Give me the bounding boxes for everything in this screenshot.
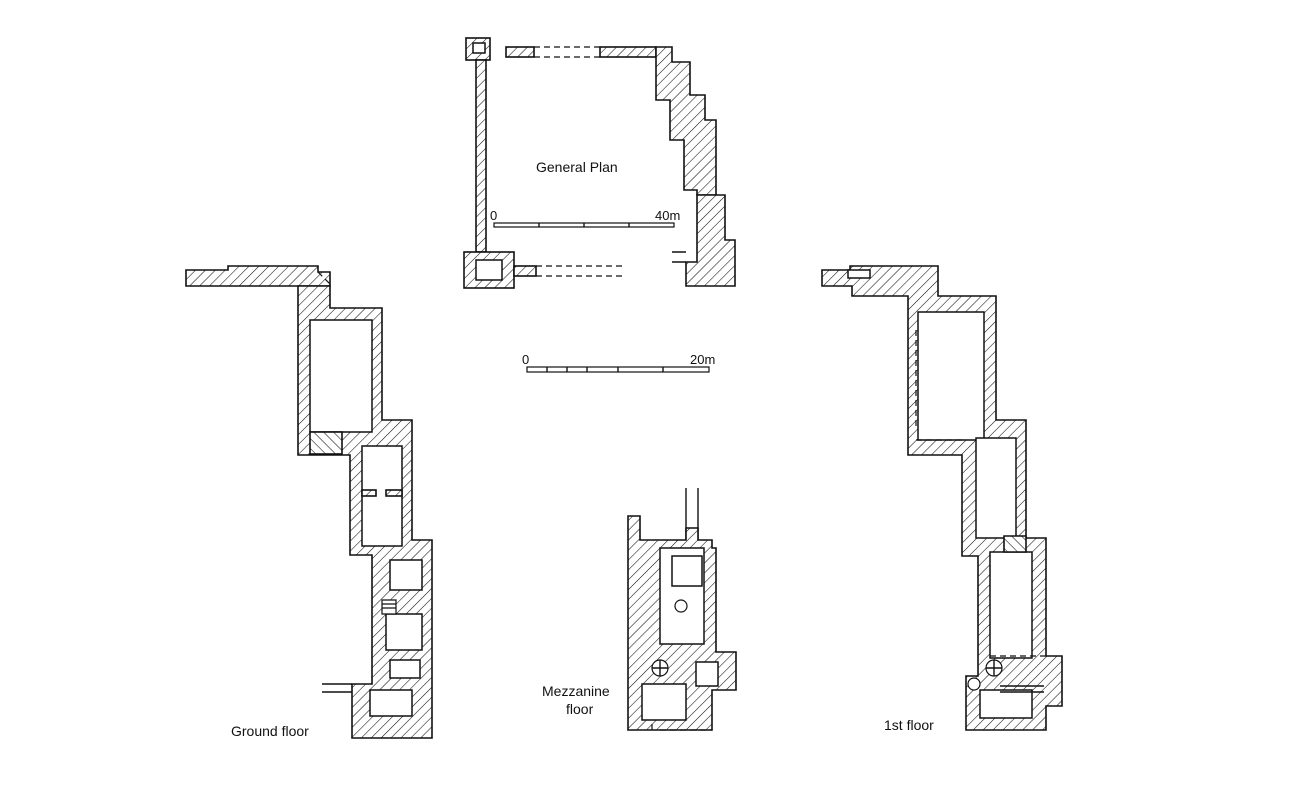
gf-dashed-edge [317, 271, 331, 285]
detail-scale: 0 20m [522, 352, 715, 373]
mz-spiral-stair [674, 599, 688, 613]
gp-east-mass [655, 46, 717, 196]
first-floor-label: 1st floor [884, 717, 934, 733]
gf-room [385, 613, 423, 651]
gf-north-wall [185, 265, 331, 287]
gp-north-wall [599, 46, 657, 58]
detail-scale-bar [526, 366, 710, 373]
gf-room-rubble [309, 431, 343, 455]
general-plan-label: General Plan [536, 159, 618, 175]
gp-west-wall [475, 59, 487, 253]
gp-southeast-tower [685, 194, 736, 287]
ff-room [975, 437, 1017, 539]
detail-scale-start: 0 [522, 352, 529, 367]
ff-stair-lines [986, 660, 1002, 676]
mz-room [671, 555, 703, 587]
general-plan: General Plan 0 40m [463, 37, 736, 289]
gp-south-wall-dashed [536, 265, 625, 277]
ff-room [917, 311, 985, 441]
mz-room [695, 661, 719, 687]
gp-scale-start: 0 [490, 208, 497, 223]
ff-spiral-stair [967, 677, 981, 691]
ff-room [979, 689, 1033, 719]
mz-dashed-edge [651, 720, 712, 731]
gp-north-wall-dashed [534, 46, 600, 58]
mezzanine-label-line2: floor [566, 701, 594, 717]
gp-scale-end: 40m [655, 208, 680, 223]
ff-rubble [1003, 535, 1027, 553]
mz-room [641, 683, 687, 721]
gf-stair [381, 599, 397, 615]
gf-room [389, 659, 421, 679]
mz-stair-lines [652, 660, 668, 676]
gf-room [309, 319, 373, 433]
first-floor-plan: 1st floor [821, 265, 1063, 733]
ff-partition [1000, 685, 1044, 693]
detail-scale-end: 20m [690, 352, 715, 367]
mezzanine-floor-plan: Mezzanine floor [542, 488, 737, 731]
gp-east-stub [672, 251, 686, 263]
ff-room [989, 551, 1033, 659]
ground-floor-plan: Ground floor [185, 265, 433, 739]
gf-partition [361, 489, 377, 497]
gf-room [369, 689, 413, 717]
gp-tower-room [475, 259, 503, 281]
gp-tower-room [472, 42, 486, 54]
gp-south-wall [513, 265, 537, 277]
ground-floor-label: Ground floor [231, 723, 309, 739]
gp-scale-bar [493, 222, 675, 228]
gf-partition [385, 489, 403, 497]
mezzanine-label-line1: Mezzanine [542, 683, 610, 699]
gf-room [389, 559, 423, 591]
gp-north-wall [505, 46, 535, 58]
ff-dashed-edges [915, 330, 1046, 657]
gf-west-stub [322, 683, 352, 693]
ff-north-slot [847, 269, 871, 279]
